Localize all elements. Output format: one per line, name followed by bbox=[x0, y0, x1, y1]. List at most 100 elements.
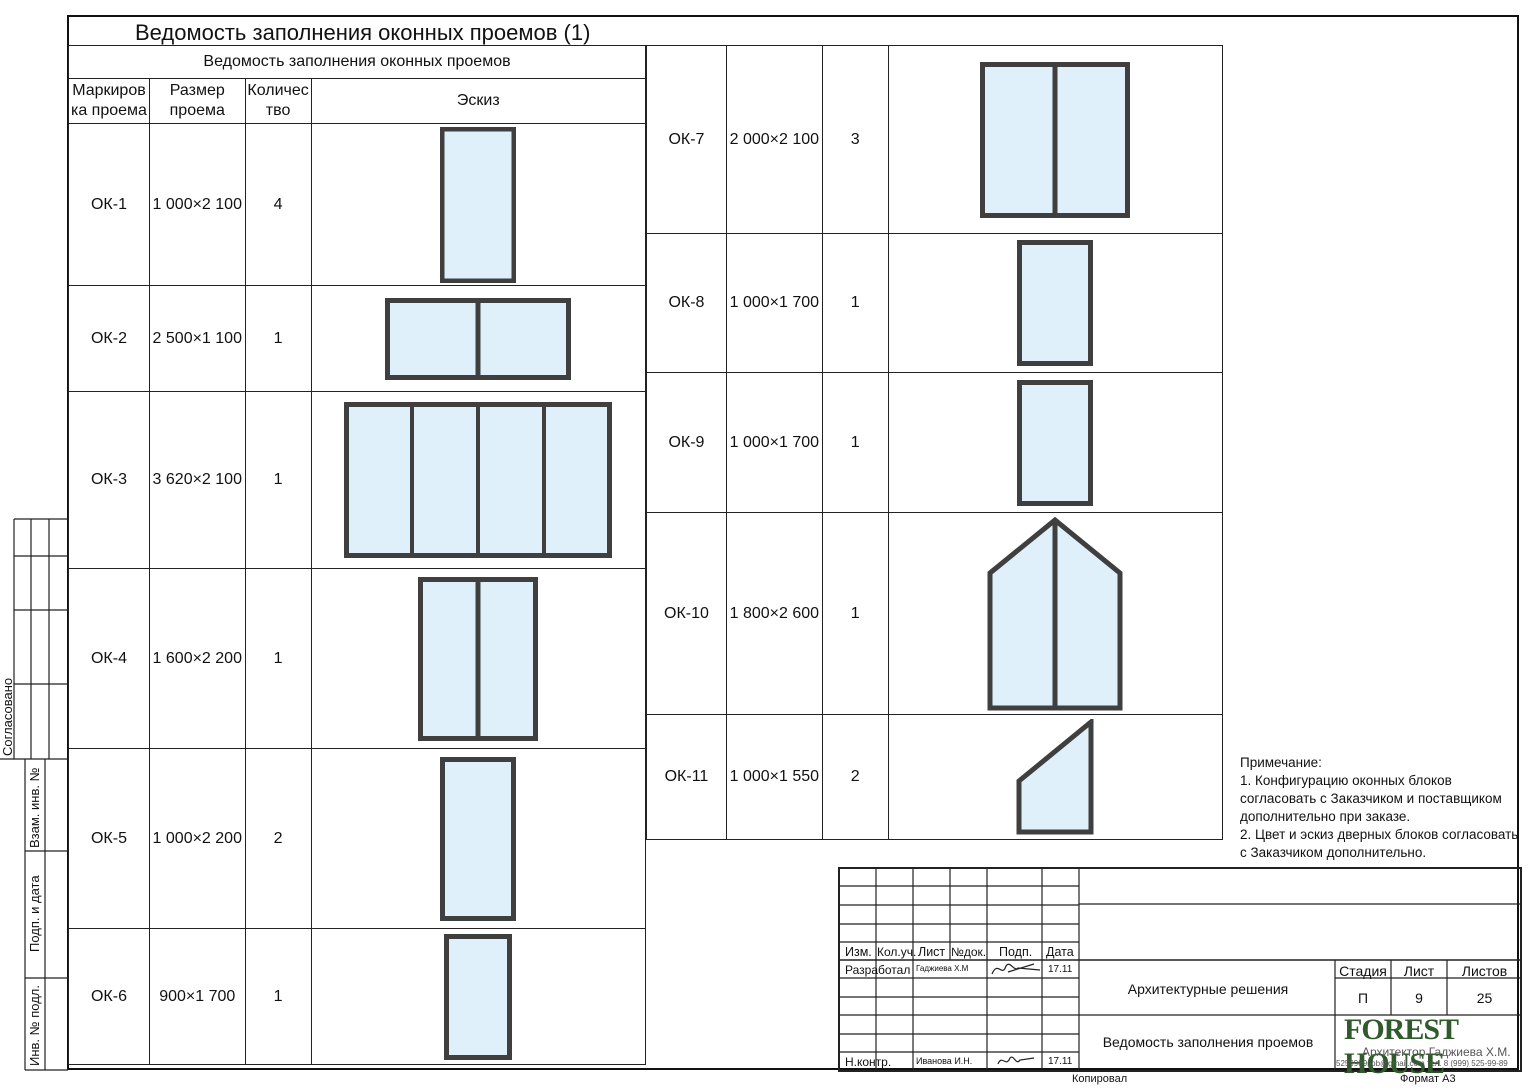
row-qty: 1 bbox=[821, 512, 889, 715]
window-sketch-ok10 bbox=[887, 512, 1224, 715]
row-size: 1 000×1 550 bbox=[725, 714, 823, 840]
schedule-table-left: Ведомость заполнения оконных проемов Мар… bbox=[68, 45, 647, 1065]
col-ndok: №док. bbox=[951, 945, 987, 959]
row-mark: ОК-9 bbox=[646, 372, 727, 513]
stage-value: П bbox=[1357, 990, 1369, 1006]
row-qty: 1 bbox=[821, 372, 889, 513]
header-sketch: Эскиз bbox=[310, 78, 647, 124]
window-sketch-ok9 bbox=[887, 372, 1224, 513]
row-mark: ОК-2 bbox=[68, 285, 150, 392]
note-line: с Заказчиком дополнительно. bbox=[1240, 845, 1427, 860]
list-value: 9 bbox=[1415, 990, 1423, 1006]
row-mark: ОК-6 bbox=[68, 928, 150, 1065]
razrab-name: Гаджиева Х.М bbox=[916, 964, 969, 973]
row-qty: 1 bbox=[244, 928, 312, 1065]
row-mark: ОК-5 bbox=[68, 748, 150, 929]
row-qty: 4 bbox=[244, 123, 312, 286]
row-qty: 2 bbox=[244, 748, 312, 929]
row-size: 1 000×1 700 bbox=[725, 372, 823, 513]
row-size: 1 800×2 600 bbox=[725, 512, 823, 715]
note-line: 2. Цвет и эскиз дверных блоков согласова… bbox=[1240, 827, 1519, 842]
sheet-name: Ведомость заполнения проемов bbox=[1102, 1034, 1314, 1050]
row-mark: ОК-10 bbox=[646, 512, 727, 715]
window-sketch-ok8 bbox=[887, 233, 1224, 373]
table-row: ОК-5 1 000×2 200 2 bbox=[68, 748, 647, 929]
listov-value: 25 bbox=[1476, 990, 1493, 1006]
nkontr-label: Н.контр. bbox=[845, 1055, 892, 1069]
col-data: Дата bbox=[1046, 945, 1074, 959]
project-name: Архитектурные решения bbox=[1127, 981, 1289, 997]
razrab-date: 17.11 bbox=[1048, 964, 1073, 975]
company-logo: FOREST HOUSE bbox=[1344, 1013, 1459, 1080]
window-sketch-ok2 bbox=[310, 285, 647, 392]
window-sketch-ok1 bbox=[310, 123, 647, 286]
row-mark: ОК-11 bbox=[646, 714, 727, 840]
window-sketch-ok4 bbox=[310, 568, 647, 749]
row-qty: 2 bbox=[821, 714, 889, 840]
row-size: 3 620×2 100 bbox=[148, 391, 246, 569]
col-list: Лист bbox=[918, 945, 946, 959]
signature-image bbox=[991, 963, 1041, 975]
note-line: согласовать с Заказчиком и поставщиком bbox=[1240, 791, 1502, 806]
table-row: ОК-7 2 000×2 100 3 bbox=[646, 45, 1224, 234]
title-block-grid bbox=[838, 867, 1522, 1072]
row-size: 1 600×2 200 bbox=[148, 568, 246, 749]
window-sketch-ok3 bbox=[310, 391, 647, 569]
row-size: 2 500×1 100 bbox=[148, 285, 246, 392]
row-size: 1 000×2 200 bbox=[148, 748, 246, 929]
row-mark: ОК-3 bbox=[68, 391, 150, 569]
inv-podl-label: Инв. № подл. bbox=[27, 985, 42, 1066]
col-podp: Подп. bbox=[999, 945, 1033, 959]
format-label: Формат А3 bbox=[1400, 1073, 1456, 1085]
row-mark: ОК-1 bbox=[68, 123, 150, 286]
note-block: Примечание: 1. Конфигурацию оконных блок… bbox=[1240, 754, 1518, 862]
row-size: 2 000×2 100 bbox=[725, 45, 823, 234]
listov-label: Листов bbox=[1461, 963, 1508, 979]
row-qty: 3 bbox=[821, 45, 889, 234]
table-row: ОК-11 1 000×1 550 2 bbox=[646, 714, 1224, 840]
table-row: ОК-10 1 800×2 600 1 bbox=[646, 512, 1224, 715]
copied-label: Копировал bbox=[1072, 1073, 1128, 1085]
side-stamp-grid bbox=[0, 518, 68, 1071]
agreed-label: Согласовано bbox=[0, 677, 15, 756]
sheet-title: Ведомость заполнения оконных проемов (1) bbox=[135, 20, 591, 45]
nkontr-name: Иванова И.Н. bbox=[916, 1056, 973, 1066]
window-sketch-ok7 bbox=[887, 45, 1224, 234]
col-koluch: Кол.уч. bbox=[877, 945, 917, 959]
note-title: Примечание: bbox=[1240, 755, 1322, 770]
row-size: 1 000×1 700 bbox=[725, 233, 823, 373]
signature-image bbox=[997, 1056, 1035, 1065]
row-size: 900×1 700 bbox=[148, 928, 246, 1065]
table-row: ОК-4 1 600×2 200 1 bbox=[68, 568, 647, 749]
razrabotal-label: Разработал bbox=[845, 963, 911, 977]
vzam-label: Взам. инв. № bbox=[27, 767, 42, 848]
nkontr-date: 17.11 bbox=[1048, 1056, 1073, 1067]
table-row: ОК-2 2 500×1 100 1 bbox=[68, 285, 647, 392]
row-mark: ОК-4 bbox=[68, 568, 150, 749]
stage-label: Стадия bbox=[1339, 963, 1387, 979]
row-qty: 1 bbox=[244, 285, 312, 392]
podp-data-label: Подп. и дата bbox=[27, 875, 42, 952]
schedule-table-right: ОК-7 2 000×2 100 3 ОК-8 1 000×1 700 1 ОК… bbox=[646, 45, 1224, 840]
window-sketch-ok11 bbox=[887, 714, 1224, 840]
table-title: Ведомость заполнения оконных проемов bbox=[68, 45, 646, 79]
architect: Архитектор Гаджиева Х.М. bbox=[1362, 1045, 1511, 1059]
table-row: ОК-8 1 000×1 700 1 bbox=[646, 233, 1224, 373]
table-row: ОК-6 900×1 700 1 bbox=[68, 928, 647, 1065]
row-qty: 1 bbox=[244, 568, 312, 749]
row-size: 1 000×2 100 bbox=[148, 123, 246, 286]
note-line: дополнительно при заказе. bbox=[1240, 809, 1411, 824]
table-row: ОК-1 1 000×2 100 4 bbox=[68, 123, 647, 286]
contacts: 5259989spb@gmail.com тел. 8 (999) 525-99… bbox=[1336, 1059, 1508, 1068]
row-mark: ОК-8 bbox=[646, 233, 727, 373]
table-row: ОК-9 1 000×1 700 1 bbox=[646, 372, 1224, 513]
row-mark: ОК-7 bbox=[646, 45, 727, 234]
col-izm: Изм. bbox=[845, 945, 872, 959]
note-line: 1. Конфигурацию оконных блоков bbox=[1240, 773, 1452, 788]
row-qty: 1 bbox=[821, 233, 889, 373]
window-sketch-ok6 bbox=[310, 928, 647, 1065]
